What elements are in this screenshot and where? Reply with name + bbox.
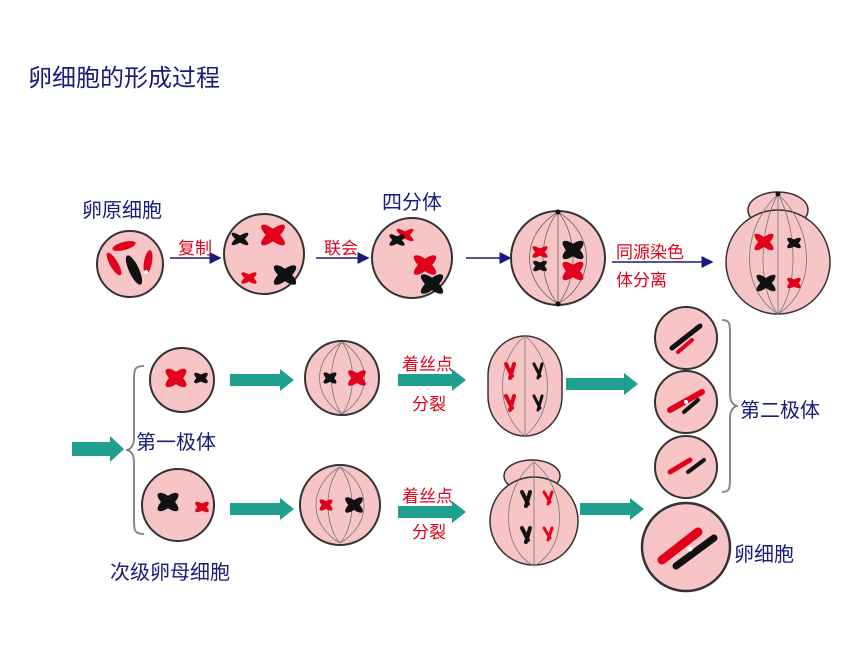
block-arrow-2 bbox=[398, 369, 466, 391]
cell-replicated bbox=[223, 213, 305, 295]
cell-metaphase-I bbox=[510, 209, 606, 307]
block-arrow-6 bbox=[580, 498, 644, 520]
bracket-left bbox=[125, 365, 145, 535]
label-secondary-oocyte: 次级卵母细胞 bbox=[110, 560, 230, 584]
cell-second-polar-body-2 bbox=[654, 370, 718, 434]
block-arrow-input bbox=[72, 436, 124, 462]
cell-oocyte-metaphase-II bbox=[299, 464, 381, 546]
cell-egg bbox=[640, 501, 732, 593]
cell-tetrad bbox=[371, 217, 453, 299]
label-centromere-split-2b: 分裂 bbox=[412, 523, 446, 543]
label-homologous-separation-2: 体分离 bbox=[616, 271, 667, 291]
block-arrow-3 bbox=[566, 373, 638, 395]
block-arrow-4 bbox=[230, 498, 294, 520]
label-synapsis: 联会 bbox=[324, 239, 358, 259]
label-tetrad: 四分体 bbox=[382, 190, 442, 214]
block-arrow-5 bbox=[398, 501, 466, 523]
cell-secondary-oocyte bbox=[141, 468, 215, 542]
block-arrow-1 bbox=[230, 369, 294, 391]
label-replication: 复制 bbox=[178, 239, 212, 259]
cell-first-polar-body bbox=[149, 347, 215, 413]
label-centromere-split-1b: 着丝点 bbox=[402, 487, 453, 507]
label-second-polar-body: 第二极体 bbox=[740, 398, 820, 422]
cell-oocyte-anaphase-II bbox=[489, 459, 579, 567]
cell-second-polar-body-1 bbox=[654, 306, 718, 370]
label-homologous-separation-1: 同源染色 bbox=[616, 243, 684, 263]
bracket-right bbox=[721, 319, 739, 493]
label-oogonium: 卵原细胞 bbox=[82, 198, 162, 222]
label-egg-cell: 卵细胞 bbox=[734, 542, 794, 566]
page-title: 卵细胞的形成过程 bbox=[28, 64, 220, 92]
cell-oogonium bbox=[96, 230, 164, 298]
cell-polar-body-anaphase bbox=[487, 335, 563, 437]
label-centromere-split-2a: 分裂 bbox=[412, 395, 446, 415]
label-centromere-split-1a: 着丝点 bbox=[402, 355, 453, 375]
cell-anaphase-I bbox=[725, 191, 831, 315]
cell-second-polar-body-3 bbox=[654, 435, 718, 499]
cell-polar-body-metaphase bbox=[304, 340, 380, 416]
label-first-polar-body: 第一极体 bbox=[136, 430, 216, 454]
